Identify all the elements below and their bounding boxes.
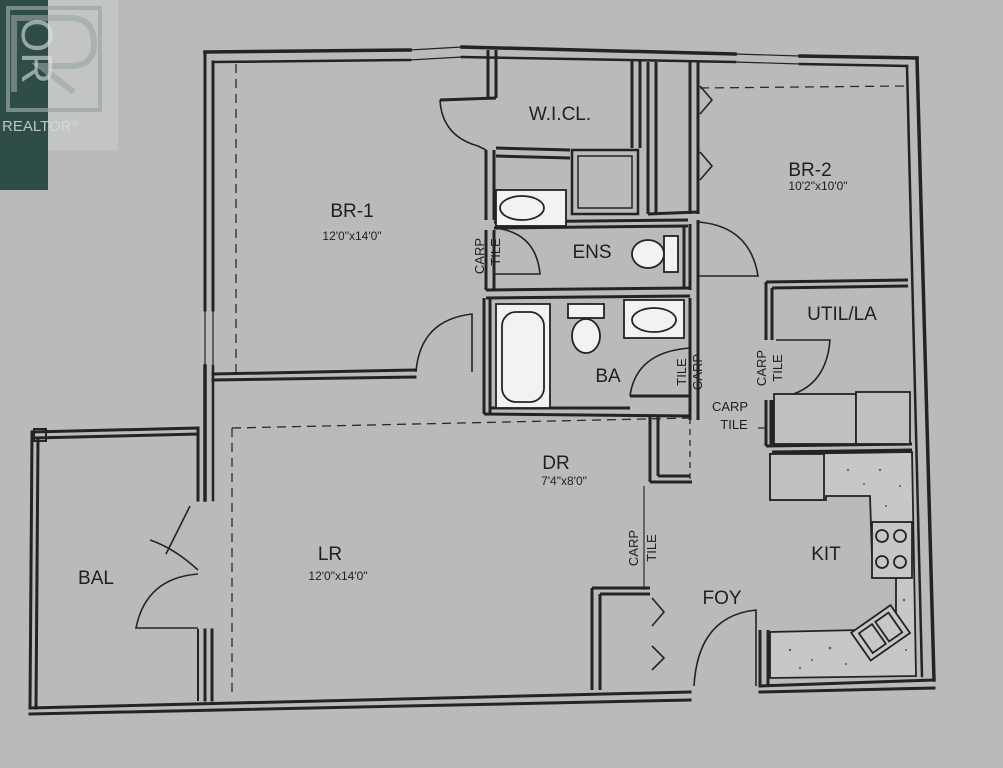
room-name-dr: DR: [542, 453, 569, 474]
interior-walls: [439, 50, 913, 690]
fixtures: [495, 189, 917, 679]
floor-label-carp-hall: CARP: [712, 399, 748, 414]
room-name-br2: BR-2: [788, 160, 831, 181]
bifold-br2-1: [699, 85, 714, 115]
room-name-util: UTIL/LA: [807, 304, 877, 325]
counter-speckle: [788, 468, 907, 670]
fridge-icon: [769, 453, 825, 501]
kitchen-sink-icon: [849, 603, 912, 662]
room-labels: BR-1 12'0"x14'0" BR-2 10'2"x10'0" W.I.CL…: [78, 104, 877, 609]
door-ens: [493, 227, 541, 275]
door-wicl: [439, 99, 487, 151]
room-dims-br1: 12'0"x14'0": [322, 229, 381, 243]
bifold-foyer-1: [651, 597, 666, 627]
burner-1-icon: [875, 529, 889, 543]
room-name-wicl: W.I.CL.: [529, 104, 591, 125]
room-dims-dr: 7'4"x8'0": [541, 474, 587, 488]
logo-fade: [48, 0, 118, 150]
room-dims-br2: 10'2"x10'0": [788, 179, 847, 193]
burner-2-icon: [893, 529, 907, 543]
realtor-wordmark: REALTOR®: [2, 118, 78, 135]
ens-toilet-icon: [631, 239, 665, 269]
floor-label-tile-ba: TILE: [674, 358, 689, 386]
room-name-foy: FOY: [702, 588, 741, 609]
burner-3-icon: [875, 555, 889, 569]
ba-tub-inner-icon: [501, 311, 545, 403]
exterior-walls: [28, 45, 936, 716]
ba-sink-icon: [631, 307, 677, 333]
room-name-lr: LR: [318, 544, 342, 565]
door-bal: [135, 573, 199, 629]
door-br2: [697, 221, 759, 277]
door-ba: [629, 347, 691, 397]
ba-toilet-icon: [571, 318, 601, 354]
floor-label-carp-ba: CARP: [690, 354, 705, 390]
door-foyer: [693, 609, 757, 687]
realtor-logo: OR REALTOR®: [0, 0, 118, 190]
washer-icon: [773, 393, 857, 445]
room-name-kit: KIT: [811, 544, 841, 565]
floor-label-carp-dr: CARP: [626, 530, 641, 566]
doors: [135, 85, 831, 687]
floor-label-tile-hall: TILE: [720, 417, 748, 432]
room-name-br1: BR-1: [330, 201, 373, 222]
floor-label-carp-util: CARP: [754, 350, 769, 386]
burner-4-icon: [893, 555, 907, 569]
bifold-foyer-2: [651, 645, 666, 671]
dryer-icon: [855, 391, 911, 445]
bifold-br2-2: [699, 151, 714, 181]
door-br1: [415, 313, 473, 373]
room-name-bal: BAL: [78, 568, 114, 589]
room-name-ba: BA: [595, 366, 621, 387]
floor-label-tile-ens: TILE: [488, 238, 503, 266]
floor-label-tile-util: TILE: [770, 354, 785, 382]
logo-corner-text: OR: [12, 18, 61, 84]
ens-sink-icon: [499, 195, 545, 221]
floor-finish-labels: CARP TILE TILE CARP CARP TILE CARP TILE …: [472, 238, 785, 566]
door-bal-swing: [149, 505, 199, 571]
realtor-r-icon: [6, 6, 102, 112]
ba-toilet-tank: [567, 303, 605, 319]
room-dims-lr: 12'0"x14'0": [308, 569, 367, 583]
floor-label-tile-dr: TILE: [644, 534, 659, 562]
floor-label-carp-ens: CARP: [472, 238, 487, 274]
room-name-ens: ENS: [572, 242, 611, 263]
ens-toilet-tank: [663, 235, 679, 273]
